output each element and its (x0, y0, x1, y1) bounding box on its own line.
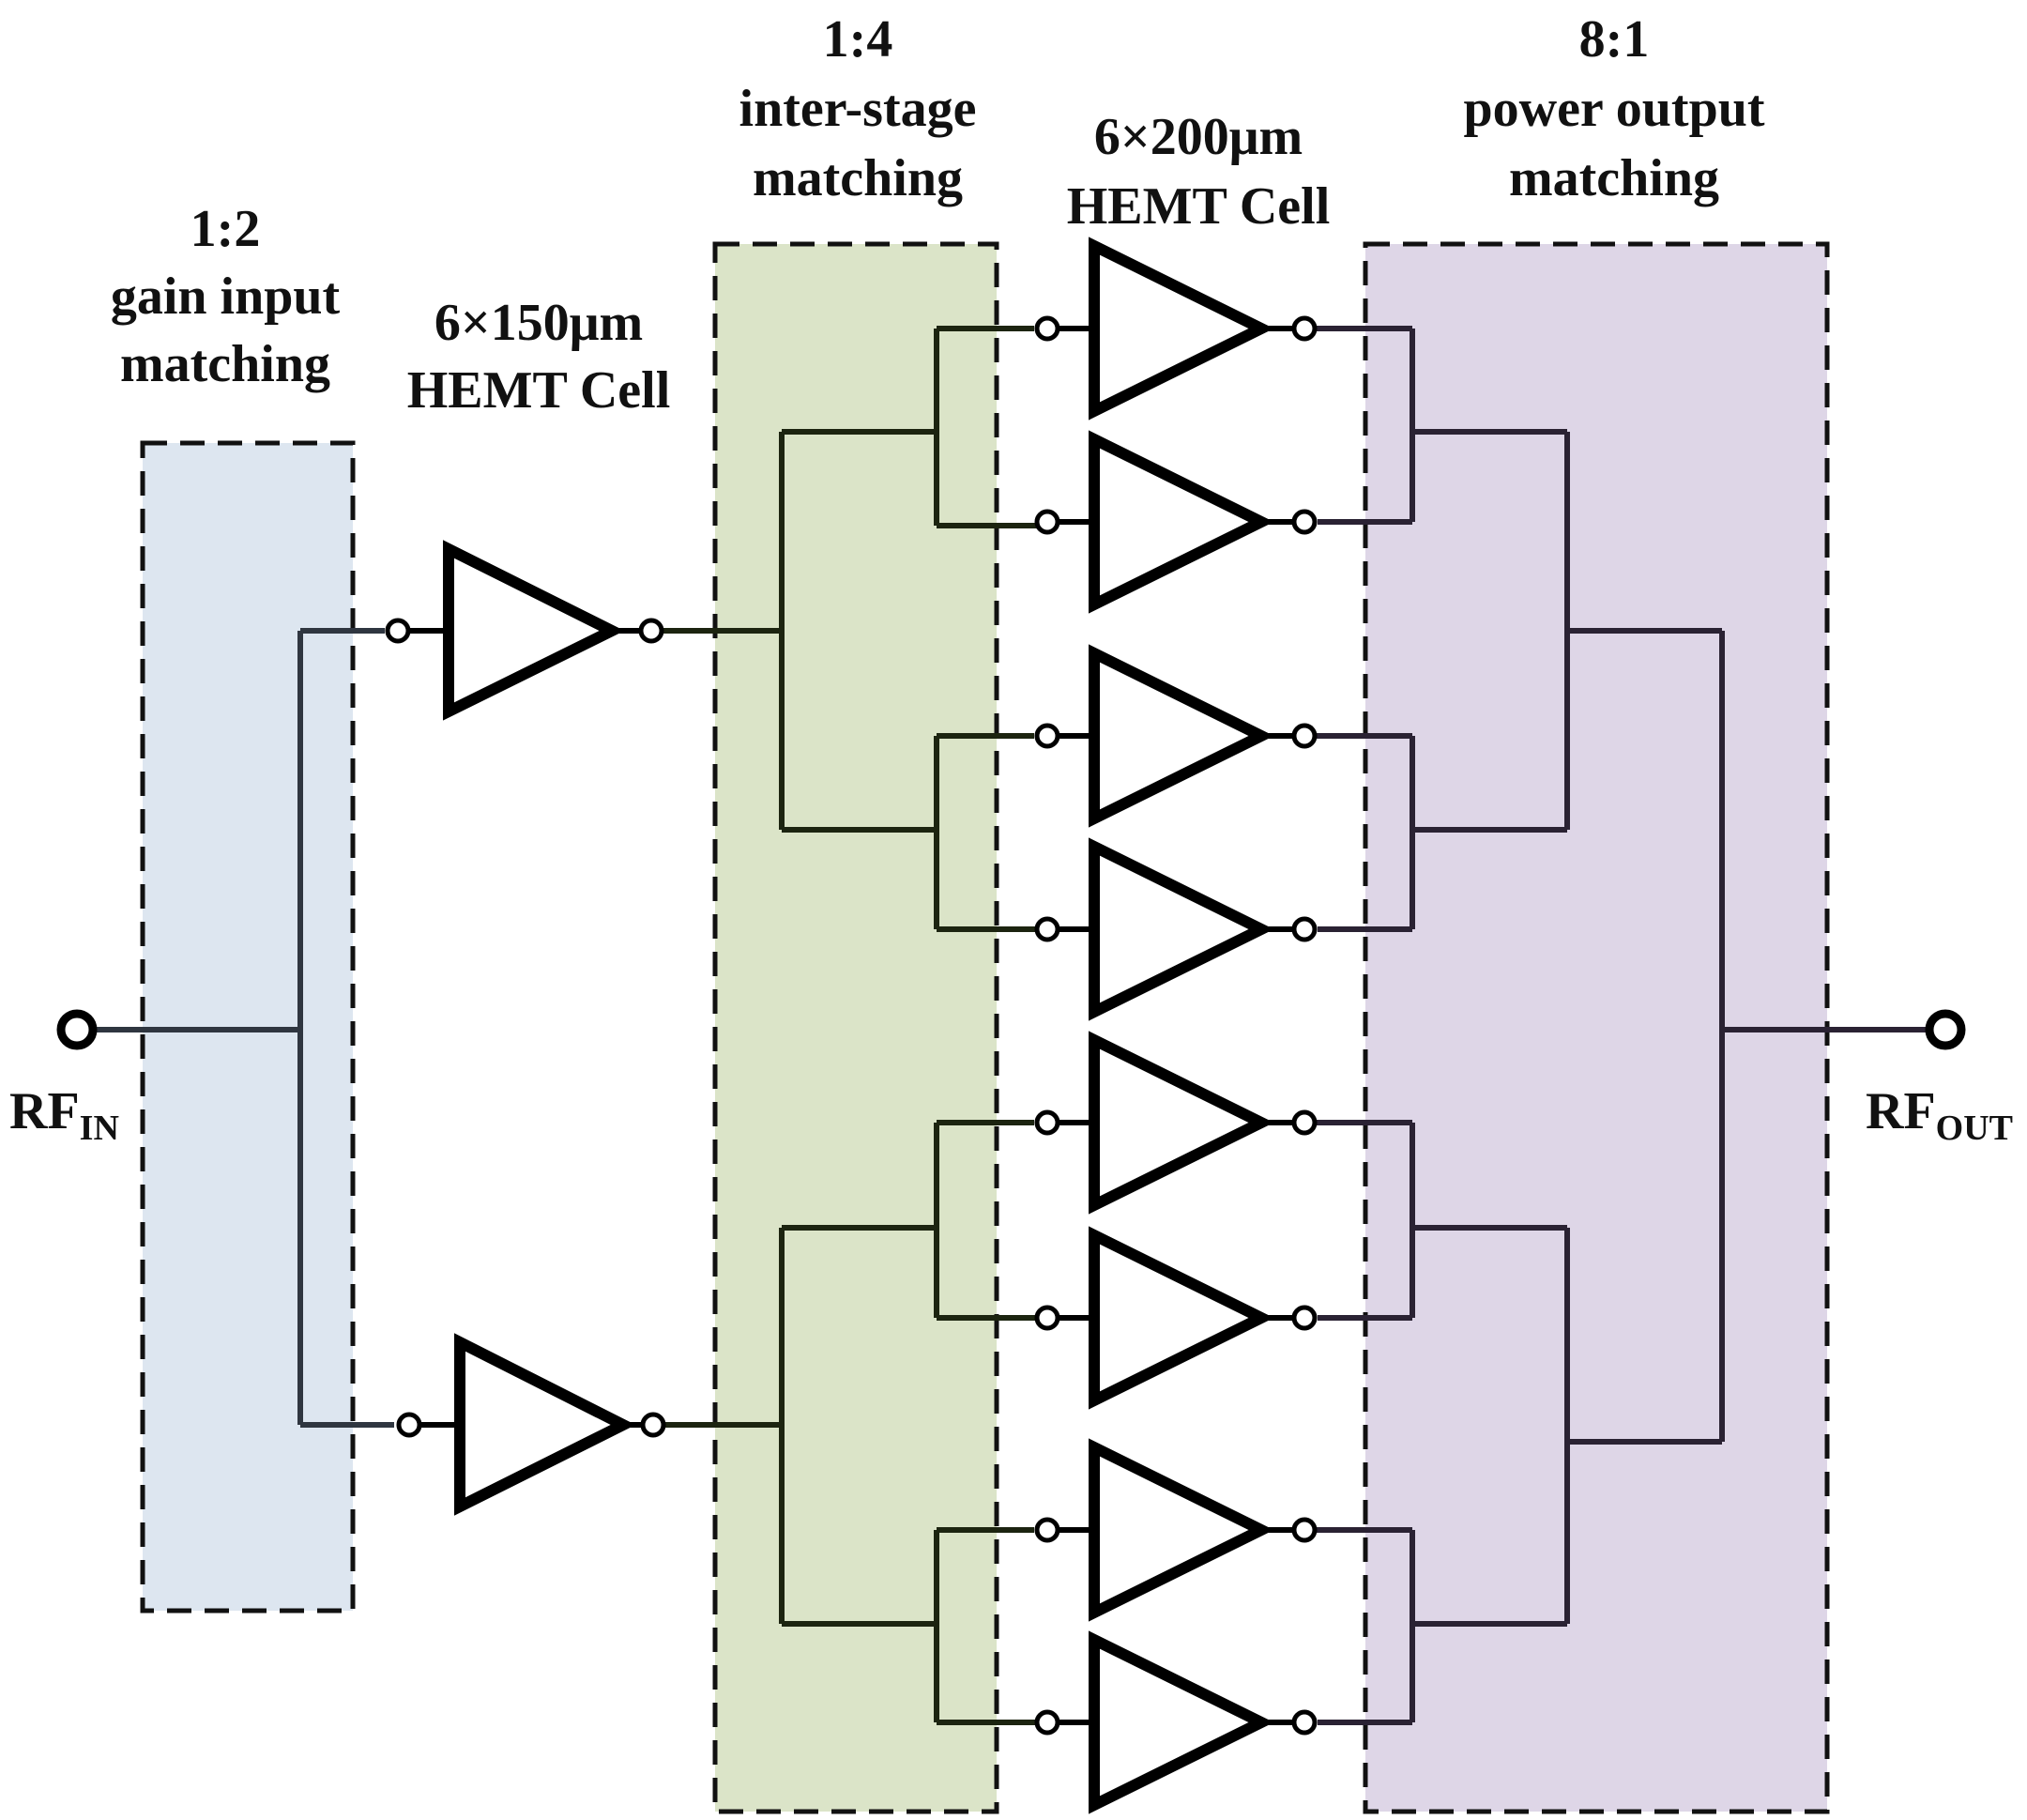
rf-in-subscript: IN (80, 1109, 119, 1148)
output-title-line2: matching (1509, 149, 1719, 207)
rf-out-main: RF (1866, 1082, 1936, 1140)
inter-stage-label: 1:4 inter-stage matching (739, 10, 977, 207)
output-ratio-label: 8:1 (1579, 10, 1650, 69)
stage2-amplifier (1034, 1630, 1318, 1814)
rf-out-subscript: OUT (1936, 1109, 2013, 1148)
stage2-label: 6×200μm HEMT Cell (1067, 108, 1331, 236)
rf-in-label: RFIN (9, 1082, 119, 1148)
stage2-amplifier (1034, 237, 1318, 421)
stage1-size-label: 6×150μm (434, 294, 643, 352)
stage1-amplifiers (385, 540, 666, 1516)
stage2-amplifier (1034, 1031, 1318, 1215)
inter-title-line1: inter-stage (739, 80, 977, 138)
stage2-amplifier (1034, 644, 1318, 828)
inter-title-line2: matching (753, 149, 963, 207)
stage1-amplifier (385, 540, 664, 721)
rf-in-main: RF (9, 1082, 80, 1140)
stage1-label: 6×150μm HEMT Cell (407, 294, 671, 420)
input-matching-label: 1:2 gain input matching (111, 200, 341, 393)
stage2-amplifier (1034, 1438, 1318, 1622)
stage1-amplifier (396, 1333, 666, 1516)
stage2-cell-label: HEMT Cell (1067, 177, 1331, 236)
input-title-line1: gain input (111, 268, 341, 326)
stage2-amplifier (1034, 1226, 1318, 1410)
inter-ratio-label: 1:4 (823, 10, 893, 69)
rf-in-port (56, 1009, 98, 1050)
rf-out-label: RFOUT (1866, 1082, 2013, 1148)
stage1-cell-label: HEMT Cell (407, 361, 671, 420)
inter-stage-matching-box (712, 241, 999, 1814)
rf-out-port (1925, 1009, 1966, 1050)
output-title-line1: power output (1463, 80, 1764, 138)
stage2-amplifier (1034, 837, 1318, 1021)
output-combiner-wires (1314, 326, 1928, 1725)
stage2-size-label: 6×200μm (1094, 108, 1303, 166)
input-title-line2: matching (120, 335, 330, 393)
inter-stage-splitter-wires (663, 326, 1038, 1725)
input-splitter-wires (94, 628, 394, 1428)
stage2-amplifier (1034, 430, 1318, 614)
input-ratio-label: 1:2 (191, 200, 261, 258)
stage2-amplifiers (1034, 237, 1318, 1814)
output-matching-label: 8:1 power output matching (1463, 10, 1764, 207)
